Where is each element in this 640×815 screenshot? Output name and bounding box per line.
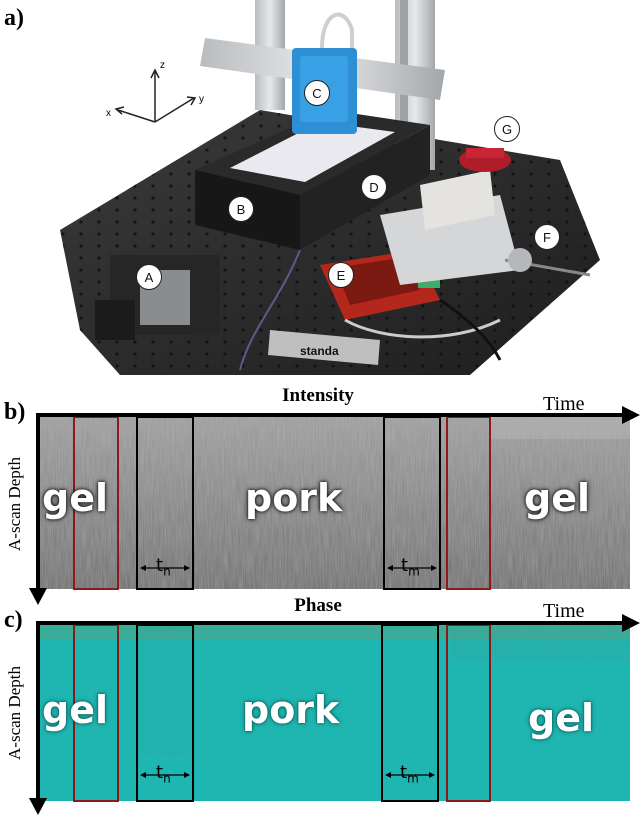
intensity-title: Intensity: [282, 385, 354, 406]
experimental-setup-photo: standa: [0, 0, 640, 380]
phase-tn-label: tn: [156, 762, 171, 786]
coordinate-axes: [114, 68, 197, 123]
panel-a-label: a): [4, 5, 24, 31]
phase-gel-left-label: gel: [42, 688, 108, 732]
phase-pork-label: pork: [242, 688, 340, 732]
callout-d: D: [361, 174, 387, 200]
intensity-tm-label: tm: [401, 555, 420, 579]
phase-tm-label: tm: [400, 762, 419, 786]
axis-z-label: z: [160, 60, 165, 71]
callout-a: A: [136, 264, 162, 290]
intensity-time-label: Time: [543, 393, 585, 415]
callout-g: G: [494, 116, 520, 142]
svg-text:standa: standa: [300, 344, 339, 358]
callout-f: F: [534, 224, 560, 250]
phase-gel-right-label: gel: [528, 696, 594, 740]
callout-c: C: [304, 80, 330, 106]
intensity-pork-label: pork: [245, 476, 343, 520]
callout-e: E: [328, 262, 354, 288]
intensity-bscan: [29, 406, 640, 605]
intensity-gel-left-label: gel: [42, 476, 108, 520]
panel-c-label: c): [4, 607, 23, 633]
intensity-gel-right-label: gel: [524, 476, 590, 520]
phase-bscan: [29, 614, 640, 815]
axis-y-label: y: [199, 94, 204, 105]
intensity-tn-label: tn: [156, 555, 171, 579]
panel-b-label: b): [4, 399, 26, 425]
phase-title: Phase: [294, 595, 342, 616]
axis-x-label: x: [106, 108, 111, 119]
phase-time-label: Time: [543, 600, 585, 622]
callout-b: B: [228, 196, 254, 222]
